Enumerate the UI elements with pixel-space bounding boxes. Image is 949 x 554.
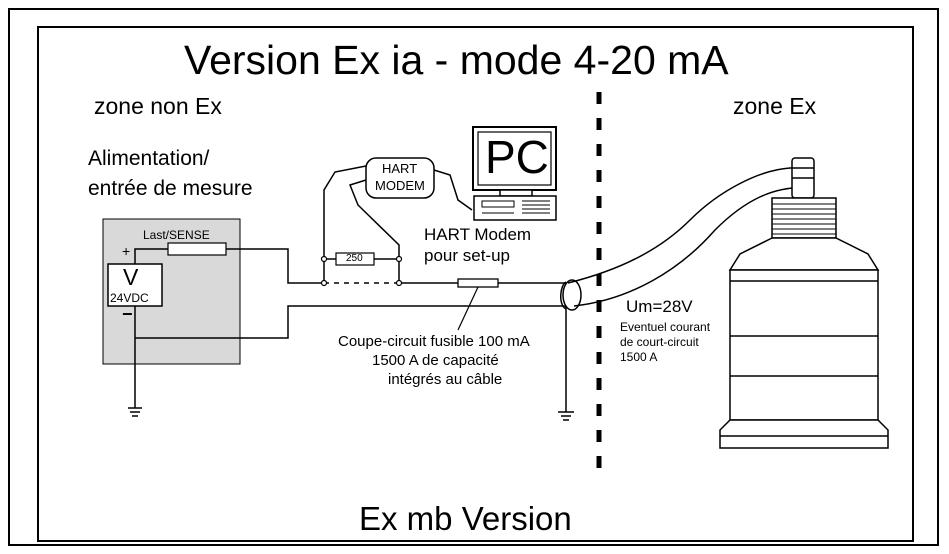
sense-resistor — [167, 242, 227, 256]
zone-non-ex-label: zone non Ex — [94, 93, 222, 119]
fuse — [457, 278, 499, 288]
sensor-voltage: Um=28V — [626, 297, 693, 316]
sensor-note-line1: Eventuel courant — [620, 320, 711, 334]
outer-frame — [8, 8, 939, 546]
sensor-note-line2: de court-circuit — [620, 335, 699, 349]
hart-resistor-value: 250 — [346, 253, 363, 264]
diagram-footer: Ex mb Version — [359, 500, 572, 537]
hart-setup-line1: HART Modem — [424, 225, 532, 244]
fuse-note-line3: intégrés au câble — [388, 371, 503, 388]
power-supply-label-line1: Alimentation/ — [88, 147, 210, 170]
hart-setup-line2: pour set-up — [424, 246, 510, 265]
fuse-note-line2: 1500 A de capacité — [372, 352, 499, 369]
hart-modem-box — [365, 157, 435, 199]
zone-ex-label: zone Ex — [733, 93, 817, 119]
fuse-note-line1: Coupe-circuit fusible 100 mA — [338, 333, 530, 350]
sense-resistor-label: Last/SENSE — [143, 228, 210, 242]
hart-modem-label-line1: HART — [382, 161, 418, 176]
diagram-title: Version Ex ia - mode 4-20 mA — [184, 37, 729, 83]
supply-voltage: 24VDC — [110, 291, 149, 305]
minus-sign: − — [122, 304, 133, 324]
sensor-note-line3: 1500 A — [620, 350, 658, 364]
ultrasonic-sensor — [719, 157, 889, 449]
voltmeter-symbol: V — [123, 264, 139, 290]
pc-base — [473, 195, 557, 221]
power-supply-label-line2: entrée de mesure — [88, 177, 253, 200]
pc-label: PC — [485, 131, 549, 183]
hart-modem-label-line2: MODEM — [375, 178, 425, 193]
cable-entry — [562, 279, 582, 311]
hart-resistor — [335, 252, 375, 266]
plus-sign: + — [122, 243, 131, 259]
